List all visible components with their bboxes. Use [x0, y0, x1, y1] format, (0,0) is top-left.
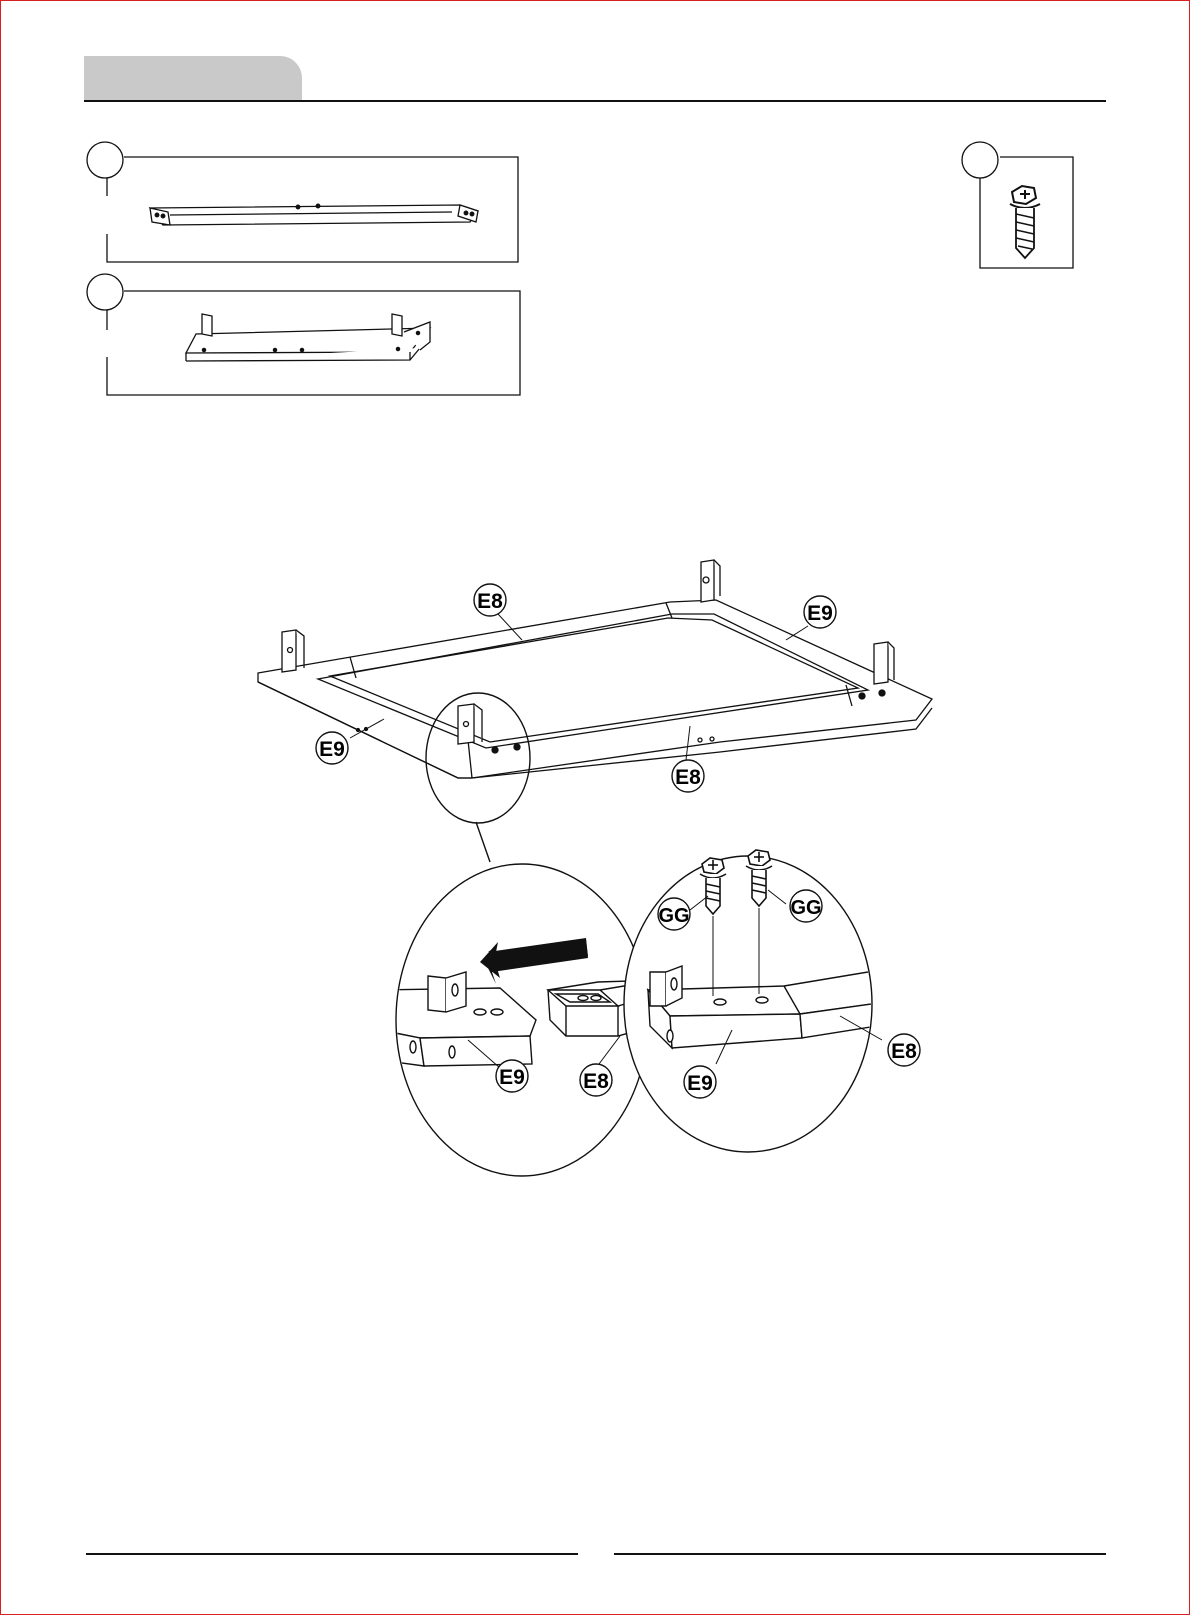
bracket-e9-drawing — [186, 314, 430, 361]
svg-text:E9: E9 — [319, 738, 345, 761]
callout-e8-top: E8 — [474, 584, 506, 616]
callout-e9-detail-right: E9 — [684, 1066, 716, 1098]
detail-connector — [476, 822, 490, 862]
screw-gg-drawing — [1010, 186, 1040, 258]
svg-text:E8: E8 — [583, 1070, 609, 1093]
svg-text:E9: E9 — [687, 1072, 713, 1095]
svg-text:E8: E8 — [891, 1040, 917, 1063]
callout-e9-right: E9 — [804, 596, 836, 628]
svg-text:E8: E8 — [675, 766, 701, 789]
part-panel-gg — [962, 142, 1073, 268]
footer-rule-left — [86, 1553, 578, 1555]
svg-text:GG: GG — [790, 897, 821, 919]
callout-e8-front: E8 — [672, 760, 704, 792]
callout-gg-right: GG — [790, 890, 822, 922]
svg-text:E9: E9 — [807, 602, 833, 625]
callout-e8-detail-left: E8 — [580, 1064, 612, 1096]
footer-rule-right — [614, 1553, 1106, 1555]
frame-assembly — [258, 560, 932, 778]
part-panel-e8 — [87, 142, 518, 262]
callout-e9-left: E9 — [316, 732, 348, 764]
svg-text:E9: E9 — [499, 1066, 525, 1089]
callout-e8-detail-right: E8 — [888, 1034, 920, 1066]
callout-gg-left: GG — [658, 898, 690, 930]
svg-text:E8: E8 — [477, 590, 503, 613]
part-panel-e9 — [87, 274, 520, 395]
detail-view-after — [624, 850, 902, 1152]
svg-text:GG: GG — [658, 905, 689, 927]
callout-e9-detail-left: E9 — [496, 1060, 528, 1092]
detail-view-before — [380, 864, 660, 1176]
tube-e8-drawing — [150, 204, 478, 225]
